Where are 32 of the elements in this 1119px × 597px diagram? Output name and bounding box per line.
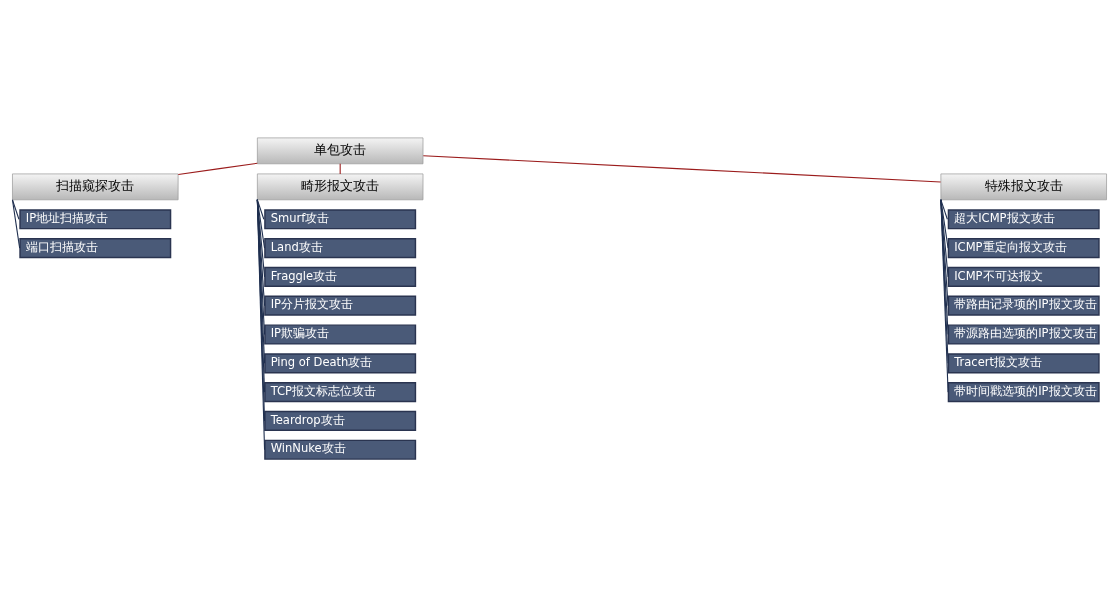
node-box: 扫描窥探攻击 <box>12 173 179 201</box>
connector <box>11 199 20 220</box>
node-box: 畸形报文攻击 <box>257 173 424 201</box>
node-box: 端口扫描攻击 <box>19 238 172 259</box>
node-box: 特殊报文攻击 <box>940 173 1107 201</box>
node-box: 带源路由选项的IP报文攻击 <box>947 324 1100 345</box>
connector <box>256 199 266 278</box>
node-box: 单包攻击 <box>257 137 424 165</box>
node-box: Teardrop攻击 <box>264 410 417 432</box>
node-box: Tracert报文攻击 <box>947 353 1100 374</box>
node-box: Smurf攻击 <box>264 209 417 230</box>
connector <box>339 163 341 175</box>
node-box: Land攻击 <box>264 238 417 259</box>
connector <box>256 199 266 249</box>
connector <box>177 162 258 175</box>
connector <box>422 155 942 183</box>
node-box: 带路由记录项的IP报文攻击 <box>947 295 1100 316</box>
connector <box>256 199 266 336</box>
node-box: TCP报文标志位攻击 <box>264 382 417 403</box>
connector <box>256 199 266 307</box>
connector <box>11 199 21 249</box>
node-box: IP分片报文攻击 <box>264 295 417 316</box>
node-box: ICMP不可达报文 <box>947 266 1100 287</box>
node-box: Fraggle攻击 <box>264 266 417 287</box>
node-box: WinNuke攻击 <box>264 439 417 460</box>
node-box: 超大ICMP报文攻击 <box>947 209 1100 230</box>
node-box: 带时间戳选项的IP报文攻击 <box>947 382 1100 403</box>
node-box: ICMP重定向报文攻击 <box>947 238 1100 259</box>
connector <box>256 199 265 220</box>
node-box: IP地址扫描攻击 <box>19 209 172 230</box>
node-box: Ping of Death攻击 <box>264 353 417 374</box>
node-box: IP欺骗攻击 <box>264 324 417 345</box>
